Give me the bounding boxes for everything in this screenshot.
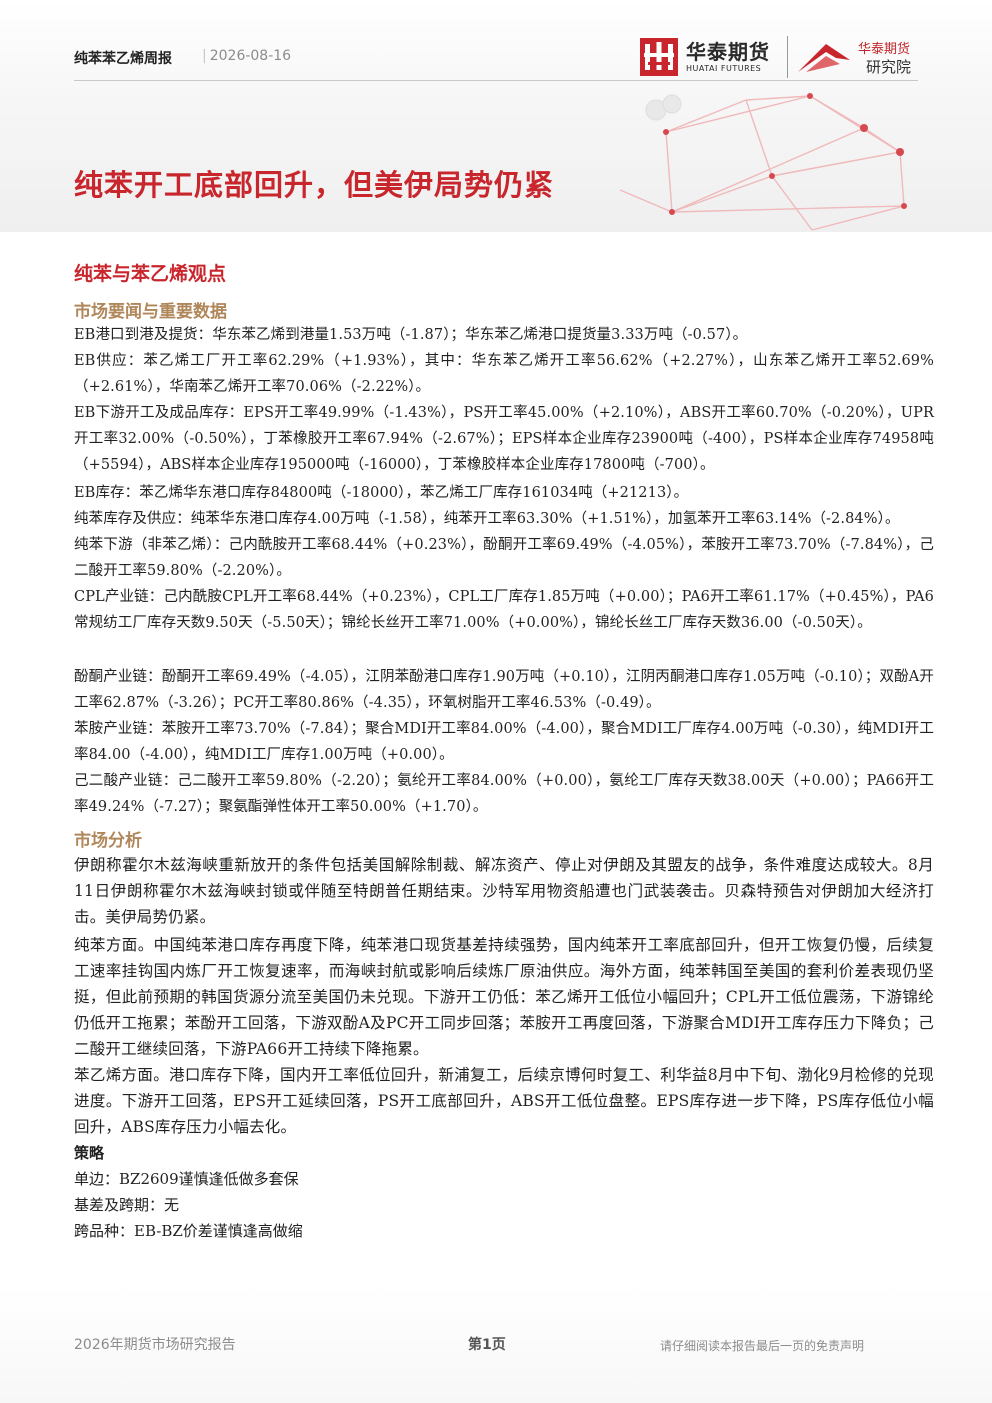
- strategy-basis-spread: 基差及跨期：无: [74, 1196, 180, 1214]
- news-paragraph-eb-port: EB港口到港及提货：华东苯乙烯到港量1.53万吨（-1.87）；华东苯乙烯港口提…: [74, 327, 748, 343]
- institute-name: 研究院: [866, 58, 912, 76]
- page-number: 第1页: [468, 1337, 506, 1353]
- analysis-paragraph-benzene: 纯苯方面。中国纯苯港口库存再度下降，纯苯港口现货基差持续强势，国内纯苯开工率底部…: [74, 936, 934, 1058]
- news-paragraph-bz-inventory: 纯苯库存及供应：纯苯华东港口库存4.00万吨（-1.58），纯苯开工率63.30…: [74, 511, 900, 527]
- report-date: 2026-08-16: [209, 48, 292, 64]
- report-date-block: |2026-08-16: [202, 48, 291, 64]
- footer-disclaimer-note: 请仔细阅读本报告最后一页的免责声明: [660, 1339, 865, 1353]
- strategy-heading: 策略: [74, 1144, 105, 1162]
- news-paragraph-eb-inventory: EB库存：苯乙烯华东港口库存84800吨（-18000），苯乙烯工厂库存1610…: [74, 485, 689, 501]
- header-rule: [74, 80, 918, 81]
- header-background: [0, 0, 992, 232]
- strategy-cross-variety: 跨品种：EB-BZ价差谨慎逢高做缩: [74, 1222, 303, 1240]
- analysis-paragraph-geopolitics: 伊朗称霍尔木兹海峡重新放开的条件包括美国解除制裁、解冻资产、停止对伊朗及其盟友的…: [74, 856, 934, 926]
- news-paragraph-eb-downstream: EB下游开工及成品库存：EPS开工率49.99%（-1.43%），PS开工率45…: [74, 405, 934, 473]
- footer-report-series: 2026年期货市场研究报告: [74, 1337, 236, 1353]
- institute-brand: 华泰期货: [858, 42, 911, 57]
- strategy-single-side: 单边：BZ2609谨慎逢低做多套保: [74, 1170, 299, 1188]
- report-series-name: 纯苯苯乙烯周报: [74, 51, 172, 67]
- logo-divider: [787, 36, 788, 78]
- date-separator: |: [202, 48, 207, 64]
- company-name-cn: 华泰期货: [686, 40, 770, 64]
- analysis-paragraph-styrene: 苯乙烯方面。港口库存下降，国内开工率低位回升，新浦复工，后续京博何时复工、利华益…: [74, 1066, 934, 1136]
- news-paragraph-bz-downstream: 纯苯下游（非苯乙烯）：己内酰胺开工率68.44%（+0.23%），酚酮开工率69…: [74, 537, 934, 579]
- news-paragraph-cpl-chain: CPL产业链：己内酰胺CPL开工率68.44%（+0.23%），CPL工厂库存1…: [74, 589, 934, 631]
- company-name-en: HUATAI FUTURES: [686, 64, 762, 73]
- subheading-market-news: 市场要闻与重要数据: [74, 302, 227, 322]
- huatai-logo-icon: [640, 38, 678, 76]
- research-institute-logo-icon: [798, 44, 850, 72]
- network-decoration-icon: [619, 93, 907, 231]
- report-main-title: 纯苯开工底部回升，但美伊局势仍紧: [74, 168, 555, 202]
- subheading-market-analysis: 市场分析: [74, 831, 142, 851]
- section-heading-outlook: 纯苯与苯乙烯观点: [74, 263, 227, 285]
- news-paragraph-eb-supply: EB供应：苯乙烯工厂开工率62.29%（+1.93%），其中：华东苯乙烯开工率5…: [74, 353, 934, 395]
- news-paragraph-phenol-chain: 酚酮产业链：酚酮开工率69.49%（-4.05），江阴苯酚港口库存1.90万吨（…: [74, 669, 934, 711]
- news-paragraph-adipic-chain: 己二酸产业链：己二酸开工率59.80%（-2.20）；氨纶开工率84.00%（+…: [74, 773, 934, 815]
- news-paragraph-aniline-chain: 苯胺产业链：苯胺开工率73.70%（-7.84）；聚合MDI开工率84.00%（…: [74, 721, 934, 763]
- footer-background: [0, 1286, 992, 1403]
